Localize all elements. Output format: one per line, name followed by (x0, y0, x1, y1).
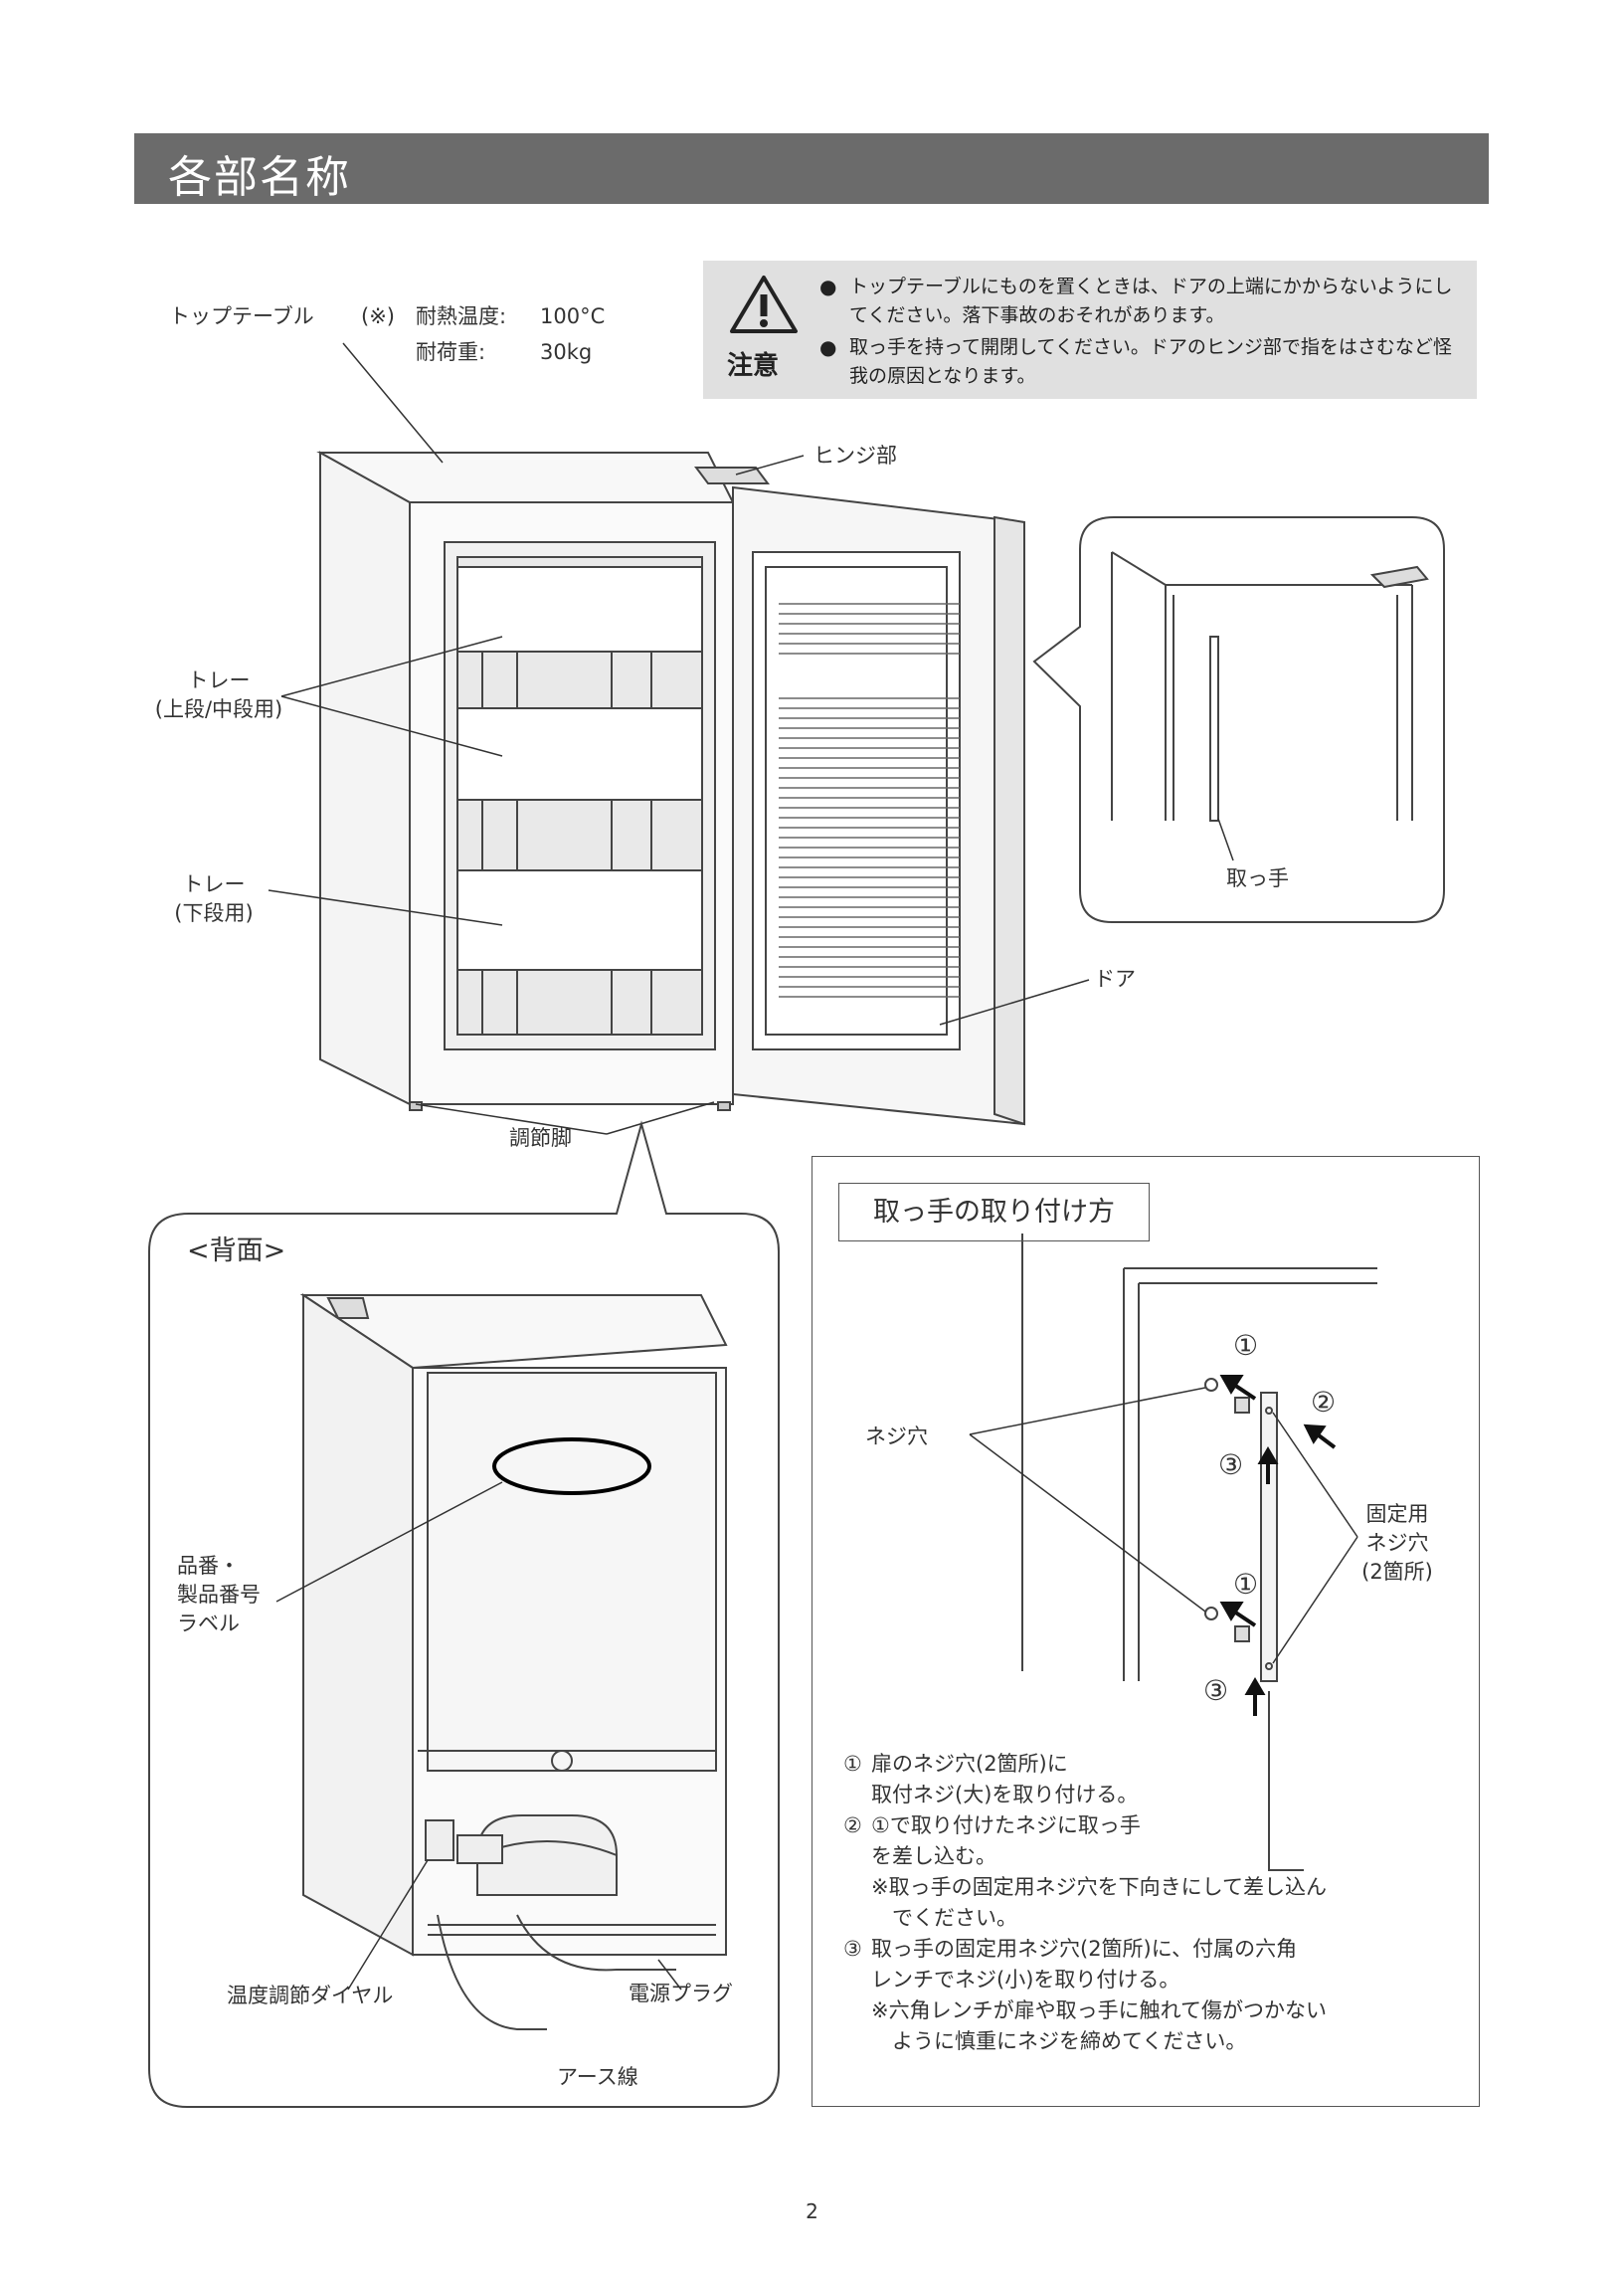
label-fixing-hole: 固定用 ネジ穴 (2箇所) (1348, 1500, 1447, 1587)
marker-1-bottom: ① (1233, 1568, 1259, 1601)
door-vent-grille (779, 603, 960, 998)
label-top-table: トップテーブル (169, 304, 314, 328)
step-text: 取っ手の固定用ネジ穴(2箇所)に、付属の六角 (871, 1937, 1298, 1961)
caution-item: トップテーブルにものを置くときは、ドアの上端にかからないようにしてください。落下… (819, 273, 1466, 330)
step-note: ※取っ手の固定用ネジ穴を下向きにして差し込ん (871, 1875, 1327, 1899)
label-door: ドア (1094, 967, 1136, 991)
label-power-plug: 電源プラグ (629, 1982, 733, 2005)
value-load: 30kg (540, 340, 593, 364)
handle-install-illustration (1021, 1234, 1377, 1871)
label-load: 耐荷重: (416, 340, 486, 364)
label-note-mark: (※) (361, 304, 395, 328)
label-screw-hole: ネジ穴 (865, 1424, 928, 1448)
label-tray-upper-line1: トレー (187, 668, 251, 692)
step-note: ように慎重にネジを締めてください。 (871, 2029, 1247, 2053)
marker-1-top: ① (1233, 1329, 1259, 1362)
step-item: ② ①で取り付けたネジに取っ手 を差し込む。 ※取っ手の固定用ネジ穴を下向きにし… (843, 1810, 1327, 1934)
label-tray-lower-line2: (下段用) (174, 901, 254, 925)
caution-label: 注意 (727, 351, 780, 381)
marker-3-top: ③ (1218, 1448, 1244, 1481)
step-item: ③ 取っ手の固定用ネジ穴(2箇所)に、付属の六角 レンチでネジ(小)を取り付ける… (843, 1934, 1327, 2057)
warning-icon (730, 276, 798, 333)
step-number: ① (843, 1752, 862, 1776)
step-text: 取付ネジ(大)を取り付ける。 (871, 1783, 1139, 1806)
step-number: ② (843, 1813, 862, 1837)
caution-item: 取っ手を持って開閉してください。ドアのヒンジ部で指をはさむなど怪我の原因となりま… (819, 333, 1466, 391)
fridge-illustration (316, 451, 1025, 1126)
label-fixing-hole-line1: 固定用 (1365, 1502, 1429, 1526)
back-leader-lines (275, 1481, 682, 1991)
install-arrows (1219, 1375, 1337, 1716)
step-text: を差し込む。 (871, 1844, 996, 1868)
page-number: 2 (806, 2199, 818, 2223)
label-hinge: ヒンジ部 (813, 444, 897, 468)
label-model-number: 品番・ 製品番号 ラベル (177, 1552, 261, 1638)
label-fixing-hole-line3: (2箇所) (1361, 1560, 1433, 1584)
howto-section (812, 1156, 1480, 2107)
label-model-line3: ラベル (177, 1612, 240, 1635)
label-tray-upper-line2: (上段/中段用) (154, 697, 283, 721)
label-tray-lower-line1: トレー (182, 872, 246, 896)
marker-3-bottom: ③ (1203, 1674, 1229, 1707)
label-model-line1: 品番・ (177, 1554, 240, 1578)
label-adjustable-foot: 調節脚 (509, 1126, 572, 1150)
step-text: 扉のネジ穴(2箇所)に (871, 1752, 1068, 1776)
label-heat-resistance: 耐熱温度: (416, 304, 507, 328)
marker-2: ② (1311, 1386, 1337, 1419)
label-ground-wire: アース線 (557, 2065, 638, 2089)
fridge-back-illustration (299, 1293, 728, 2030)
handle-callout (1032, 516, 1445, 923)
leader-lines (268, 342, 1090, 1135)
section-title: 各部名称 (168, 152, 351, 203)
step-number: ③ (843, 1937, 862, 1961)
section-header: 各部名称 (134, 133, 1489, 204)
label-tray-upper: トレー (上段/中段用) (124, 666, 313, 724)
label-back-heading: <背面> (187, 1235, 286, 1266)
label-thermostat-dial: 温度調節ダイヤル (227, 1984, 394, 2007)
step-text: ①で取り付けたネジに取っ手 (871, 1813, 1141, 1837)
step-note: でください。 (871, 1906, 1017, 1930)
install-leader-lines (969, 1387, 1358, 1664)
label-tray-lower: トレー (下段用) (149, 870, 278, 928)
howto-steps: ① 扉のネジ穴(2箇所)に 取付ネジ(大)を取り付ける。 ② ①で取り付けたネジ… (843, 1749, 1327, 2057)
caution-list: トップテーブルにものを置くときは、ドアの上端にかからないようにしてください。落下… (819, 273, 1466, 394)
step-note: ※六角レンチが扉や取っ手に触れて傷がつかない (871, 1998, 1327, 2022)
label-model-line2: 製品番号 (177, 1583, 261, 1607)
howto-title: 取っ手の取り付け方 (838, 1183, 1150, 1241)
caution-box: 注意 トップテーブルにものを置くときは、ドアの上端にかからないようにしてください… (703, 261, 1477, 399)
step-text: レンチでネジ(小)を取り付ける。 (871, 1968, 1180, 1992)
label-fixing-hole-line2: ネジ穴 (1365, 1531, 1429, 1555)
value-heat-resistance: 100°C (540, 304, 606, 328)
step-item: ① 扉のネジ穴(2箇所)に 取付ネジ(大)を取り付ける。 (843, 1749, 1327, 1810)
label-handle: 取っ手 (1226, 866, 1289, 890)
